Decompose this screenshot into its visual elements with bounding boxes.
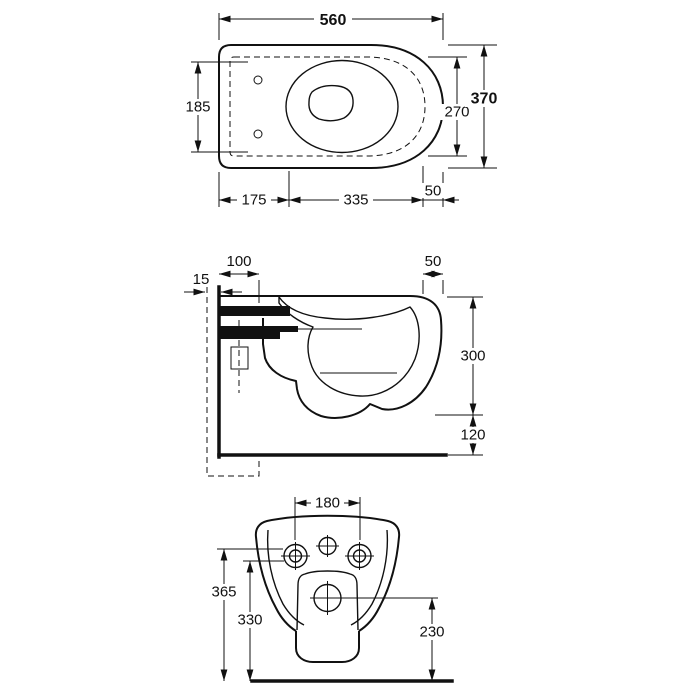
dim-hinge-span-label: 185 — [185, 99, 210, 116]
front-view: 180 365 330 230 — [207, 495, 454, 683]
dim-front-segment-label: 50 — [425, 183, 442, 200]
top-view-body — [218, 44, 444, 169]
inlet-section — [219, 306, 290, 316]
dim-fixing-height: 365 — [207, 548, 283, 681]
dim-rear-segment-label: 175 — [241, 192, 266, 209]
dim-hinge-span: 185 — [181, 61, 248, 153]
hinge-hole-top — [253, 75, 263, 85]
dim-bolt-spacing-label: 180 — [315, 495, 340, 512]
dim-front-depth-label: 50 — [425, 253, 442, 270]
dim-mid-segment-label: 335 — [343, 192, 368, 209]
dim-inner-height: 330 — [233, 560, 284, 681]
dim-underside-clearance: 120 — [448, 415, 490, 456]
bowl-cavity — [278, 296, 420, 397]
pan-profile — [219, 295, 443, 419]
bolt-hole-right — [345, 542, 374, 570]
bolt-hole-left — [281, 542, 310, 570]
dim-inlet-offset: 100 — [219, 253, 260, 303]
dim-body-height: 300 — [435, 296, 490, 416]
dim-seat-width-label: 270 — [444, 104, 469, 121]
water-inlet — [316, 535, 339, 557]
dim-overall-length-label: 560 — [320, 12, 347, 29]
drain-opening — [308, 84, 354, 122]
fixing-nut — [230, 346, 249, 370]
dim-overall-width: 370 — [448, 44, 503, 169]
back-outline — [254, 514, 401, 632]
pan-outline — [218, 44, 444, 169]
dim-bottom-chain: 175 335 50 — [218, 166, 459, 209]
dim-body-height-label: 300 — [460, 348, 485, 365]
seat-outline-dashed — [229, 56, 426, 157]
dim-overall-width-label: 370 — [471, 90, 498, 107]
bowl-rim — [285, 59, 399, 154]
waste-outlet — [310, 581, 345, 615]
dim-front-depth: 50 — [422, 253, 444, 294]
dim-outlet-height: 230 — [344, 597, 449, 681]
dim-outlet-height-label: 230 — [419, 624, 444, 641]
bracket-section — [219, 326, 298, 339]
dim-fixing-height-label: 365 — [211, 584, 236, 601]
outlet-flange — [296, 570, 359, 631]
dim-underside-clearance-label: 120 — [460, 427, 485, 444]
dim-inlet-offset-label: 100 — [226, 253, 251, 270]
side-view: 15 100 50 300 120 — [184, 253, 490, 477]
dim-bolt-spacing: 180 — [294, 495, 361, 540]
side-view-body — [219, 295, 443, 419]
dim-inner-height-label: 330 — [237, 612, 262, 629]
dim-overall-length: 560 — [218, 10, 444, 40]
dim-wall-gap-label: 15 — [193, 271, 210, 288]
hinge-hole-bottom — [253, 129, 263, 139]
dim-seat-width: 270 — [428, 56, 474, 157]
dim-wall-gap: 15 — [184, 271, 242, 296]
top-view: 560 185 270 370 — [181, 10, 503, 209]
pedestal-outline — [295, 631, 360, 663]
front-view-body — [250, 514, 454, 683]
wall-finish-dashed — [206, 287, 260, 477]
